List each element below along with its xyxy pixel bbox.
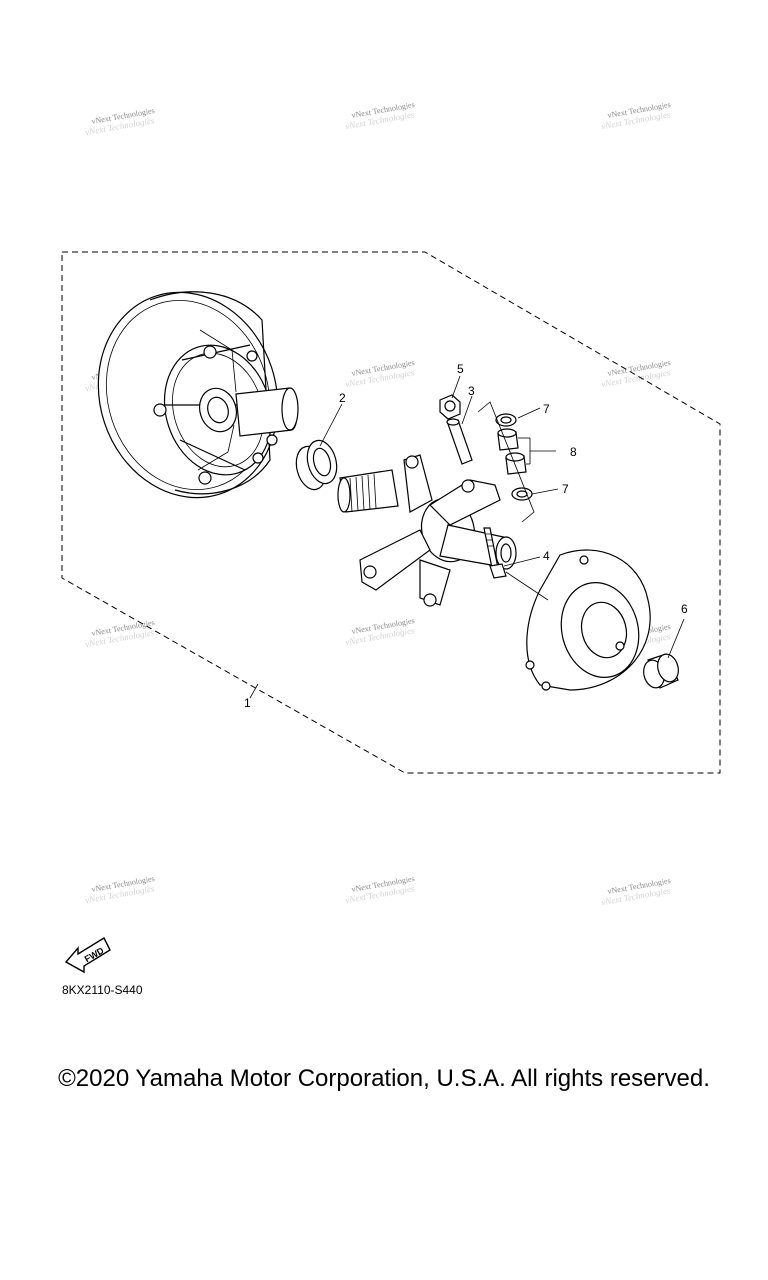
nut-part-5 bbox=[439, 394, 461, 420]
leader-lines bbox=[249, 375, 685, 699]
watermark: vNext Technologies vNext Technologies bbox=[344, 358, 415, 389]
watermark: vNext Technologies vNext Technologies bbox=[600, 100, 671, 131]
watermark: vNext Technologies vNext Technologies bbox=[84, 618, 155, 649]
callout-4: 4 bbox=[543, 549, 550, 563]
callout-labels: 1 2 3 4 5 6 7 7 8 bbox=[244, 362, 688, 710]
watermark: vNext Technologies vNext Technologies bbox=[600, 876, 671, 907]
cover-plate bbox=[525, 549, 651, 691]
callout-2: 2 bbox=[339, 391, 346, 405]
callout-3: 3 bbox=[468, 384, 475, 398]
watermark: vNext Technologies vNext Technologies bbox=[344, 874, 415, 905]
callout-6: 6 bbox=[681, 602, 688, 616]
watermark: vNext Technologies vNext Technologies bbox=[600, 358, 671, 389]
watermark: vNext Technologies vNext Technologies bbox=[84, 874, 155, 905]
group-bracket bbox=[477, 401, 535, 523]
bolt-part-4 bbox=[483, 527, 507, 579]
callout-5: 5 bbox=[457, 362, 464, 376]
spider-assembly bbox=[337, 454, 517, 607]
assembly-boundary bbox=[61, 251, 721, 774]
primary-sheave bbox=[97, 291, 299, 499]
callout-7-bottom: 7 bbox=[562, 482, 569, 496]
watermark: vNext Technologies vNext Technologies bbox=[344, 616, 415, 647]
bushing-part-6 bbox=[643, 653, 679, 689]
watermark: vNext Technologies vNext Technologies bbox=[344, 100, 415, 131]
callout-1: 1 bbox=[244, 696, 251, 710]
callout-8: 8 bbox=[570, 445, 577, 459]
washer-part-7-top bbox=[495, 413, 517, 427]
collar-part-2 bbox=[295, 439, 338, 491]
roller-part-8 bbox=[497, 428, 527, 475]
copyright-notice: ©2020 Yamaha Motor Corporation, U.S.A. A… bbox=[58, 1065, 710, 1092]
callout-7-top: 7 bbox=[543, 402, 550, 416]
washer-part-7-bottom bbox=[511, 487, 533, 501]
watermark: vNext Technologies vNext Technologies bbox=[84, 106, 155, 137]
pin-part-3 bbox=[446, 418, 473, 465]
fwd-arrow-icon: FWD bbox=[64, 937, 111, 974]
diagram-code: 8KX2110-S440 bbox=[62, 983, 143, 997]
